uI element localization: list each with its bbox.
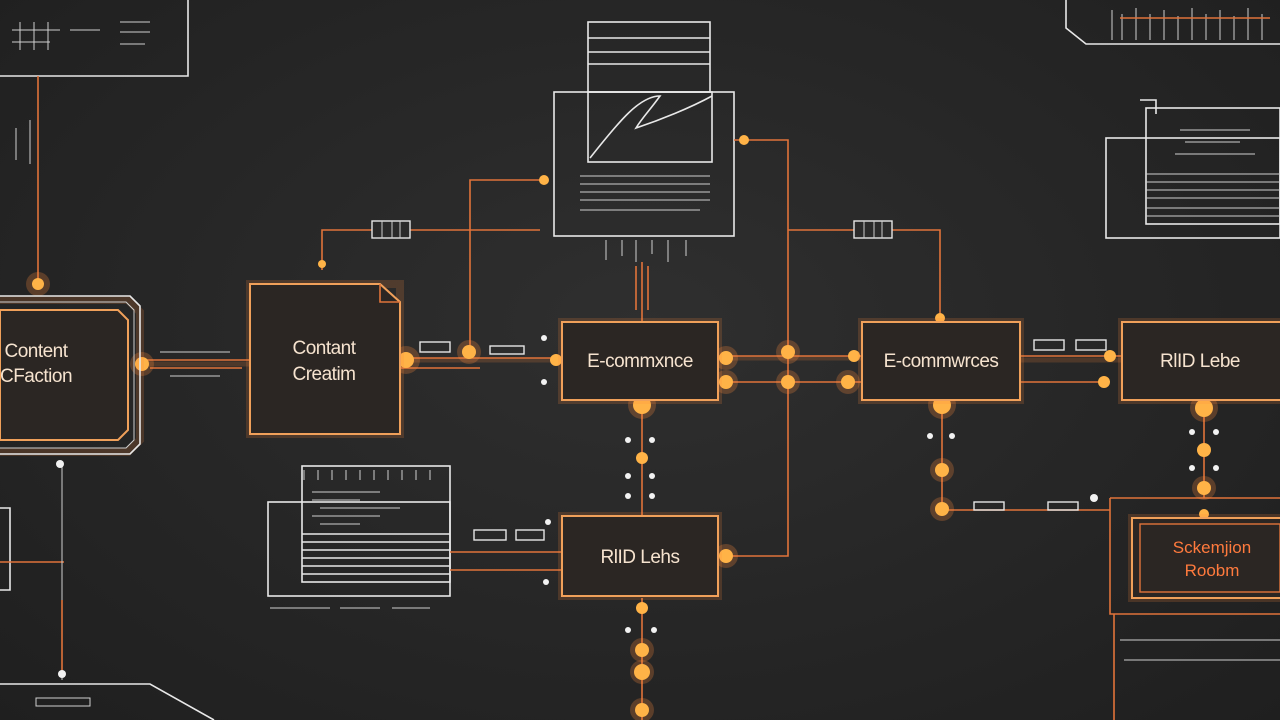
- panel-top-left: [0, 0, 189, 77]
- node-ecommerce-right-label: E-commwrces: [884, 351, 999, 372]
- node-content-fraction-line1: Content: [4, 341, 68, 362]
- node-rid-labs-right-label: RlID Lebe: [1160, 351, 1240, 372]
- node-ecommerce-center[interactable]: E-commxnce: [558, 318, 722, 404]
- node-content-creation[interactable]: Contant Creatim: [246, 280, 404, 438]
- node-content-creation-line2: Creatim: [292, 364, 355, 385]
- node-schematic-problem-line1: Sckemjion: [1173, 538, 1251, 557]
- node-schematic-problem-line2: Roobm: [1185, 561, 1240, 580]
- junction-dots: [26, 135, 1218, 720]
- node-content-fraction-line2: CFaction: [0, 366, 72, 387]
- node-content-fraction[interactable]: Content CFaction: [0, 295, 144, 456]
- node-rid-labs-right[interactable]: RlID Lebe: [1118, 318, 1280, 404]
- left-edge-decor: [0, 76, 215, 720]
- node-rid-labs-bottom[interactable]: RlID Lehs: [558, 512, 722, 600]
- document-table-icon: [1105, 99, 1280, 239]
- panel-top-right: [1065, 0, 1280, 45]
- node-rid-labs-bottom-label: RlID Lehs: [601, 547, 680, 568]
- panel-bottom-right: [1109, 497, 1280, 720]
- wire-chips: [419, 339, 1107, 541]
- white-dots: [56, 335, 1219, 678]
- node-content-creation-line1: Contant: [292, 338, 356, 359]
- document-chart-icon: [553, 21, 735, 322]
- node-ecommerce-center-label: E-commxnce: [587, 351, 693, 372]
- node-ecommerce-right[interactable]: E-commwrces: [858, 318, 1024, 404]
- document-list-icon: [267, 465, 451, 609]
- node-schematic-problem[interactable]: Sckemjion Roobm: [1128, 514, 1280, 602]
